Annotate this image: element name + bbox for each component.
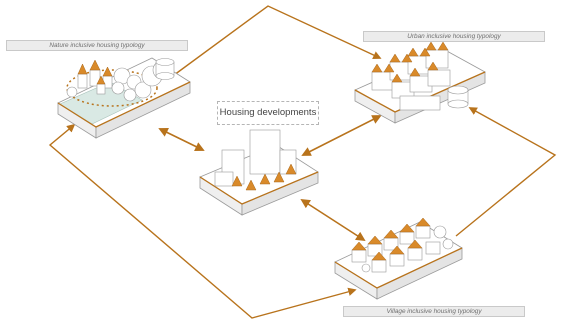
nature-platform	[57, 57, 191, 139]
center-roofs	[231, 163, 297, 191]
arrow-nature-to-urban	[169, 5, 382, 79]
urban-blocks	[371, 49, 451, 111]
nature-cylinders	[155, 58, 175, 80]
village-typology-label: Village inclusive housing typology	[343, 306, 525, 317]
urban-typology-label: Urban inclusive housing typology	[363, 31, 545, 42]
arrow-urban-to-village	[455, 107, 557, 237]
center-platform	[199, 129, 319, 216]
village-trees	[361, 225, 454, 273]
urban-platform	[354, 41, 486, 124]
arrow-center-urban	[301, 115, 382, 156]
village-platform	[334, 217, 463, 300]
arrow-center-nature	[158, 128, 205, 151]
urban-roofs	[371, 41, 449, 83]
arrow-center-village	[300, 198, 366, 242]
center-buildings	[214, 129, 297, 187]
village-houses	[351, 225, 441, 273]
loop-arrows	[48, 5, 557, 319]
center-arrows	[158, 115, 382, 242]
housing-developments-label: Housing developments	[217, 101, 319, 125]
urban-cylinders	[447, 85, 469, 109]
arrow-village-to-nature	[48, 123, 357, 319]
nature-houses	[77, 59, 113, 95]
nature-typology-label: Nature inclusive housing typology	[6, 40, 188, 51]
village-roofs	[351, 217, 431, 261]
